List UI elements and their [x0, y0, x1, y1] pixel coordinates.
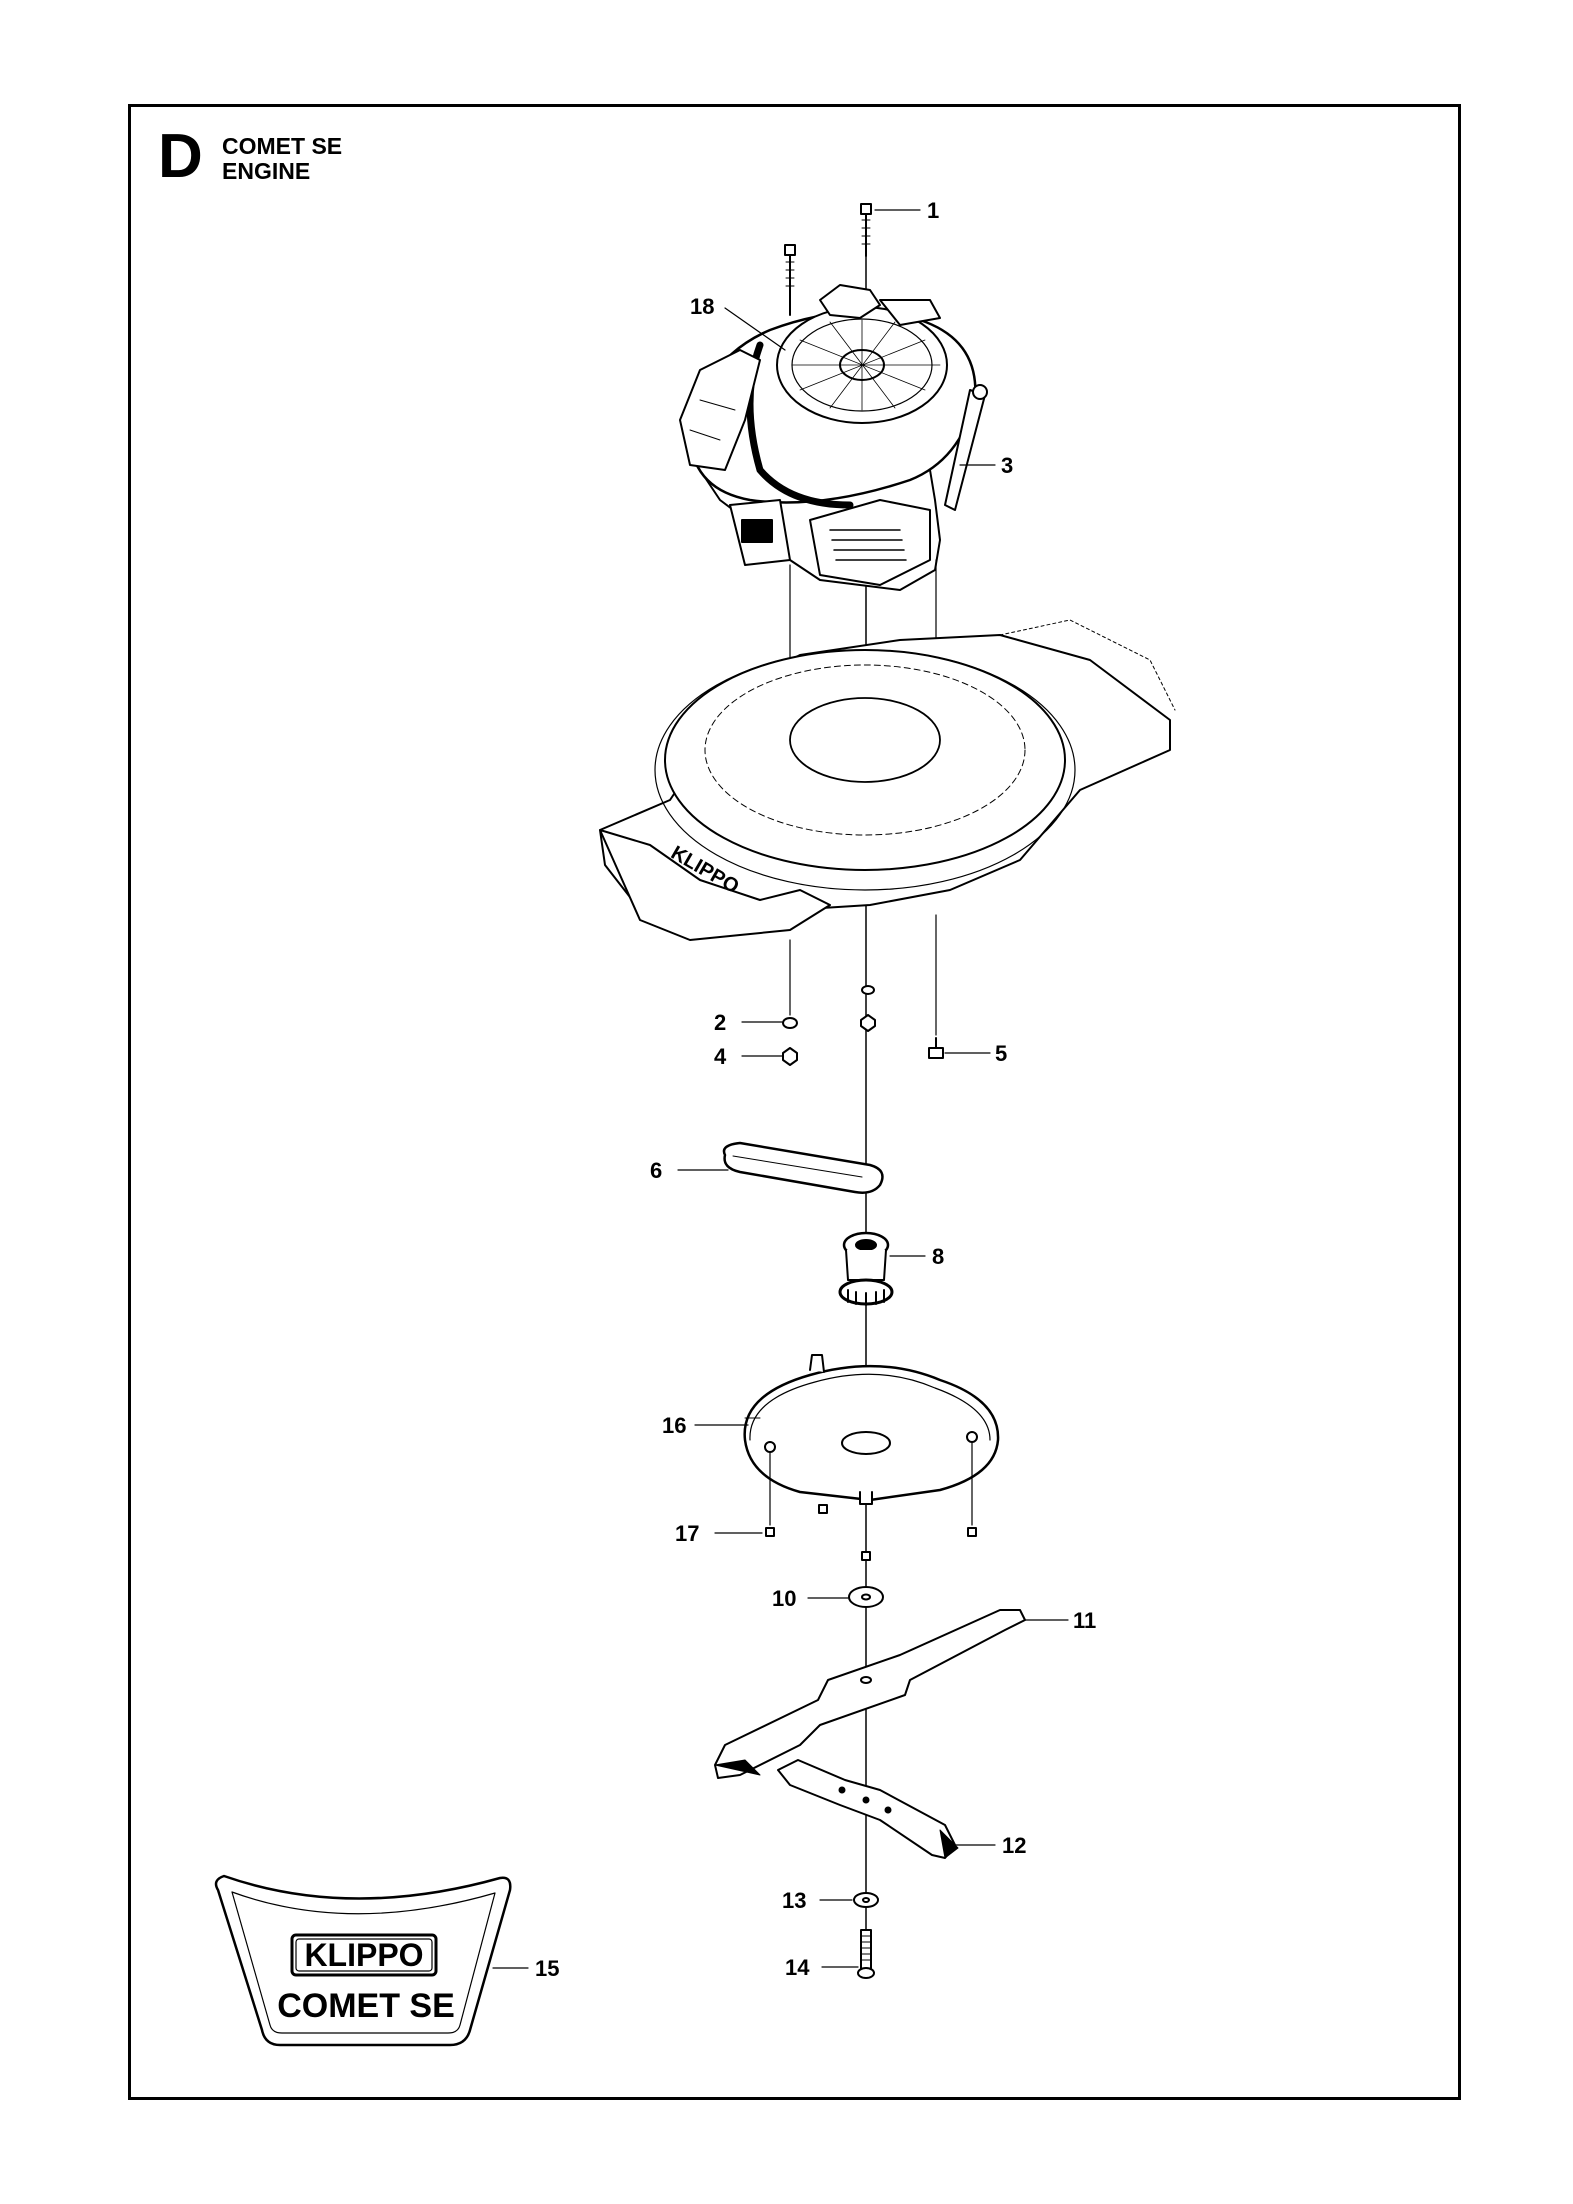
page-frame [128, 104, 1461, 2100]
decal-model: COMET SE [277, 1987, 455, 2025]
engine-assembly [679, 284, 988, 591]
callout-13: 13 [782, 1888, 806, 1913]
part-14-bolt [857, 1929, 875, 1979]
callout-8: 8 [932, 1244, 944, 1269]
part-4-nut [782, 1047, 798, 1066]
part-10-washer [848, 1586, 884, 1608]
part-11-blade [714, 1609, 1026, 1779]
callout-1: 1 [927, 198, 939, 223]
model-name: COMET SE [222, 133, 343, 159]
callout-3: 3 [1001, 453, 1013, 478]
callout-15: 15 [535, 1956, 559, 1981]
center-washer [860, 985, 876, 1032]
part-13-washer [853, 1892, 879, 1908]
part-8-pulley [838, 1231, 894, 1306]
callout-14: 14 [785, 1955, 810, 1980]
callout-18: 18 [690, 294, 714, 319]
part-16-disc [743, 1354, 1000, 1505]
callout-17: 17 [675, 1521, 699, 1546]
callout-4: 4 [714, 1044, 727, 1069]
part-15-decal [214, 1874, 512, 2047]
callout-6: 6 [650, 1158, 662, 1183]
callout-2: 2 [714, 1010, 726, 1035]
callout-12: 12 [1002, 1833, 1026, 1858]
callout-5: 5 [995, 1041, 1007, 1066]
part-17-screws [765, 1504, 977, 1561]
mower-deck: KLIPPO [599, 619, 1176, 941]
section-title: ENGINE [222, 158, 311, 184]
part-5-bolt [928, 1037, 944, 1059]
part-1-bolt [860, 203, 872, 257]
part-6-belt [722, 1141, 884, 1194]
title-block: COMET SE ENGINE [222, 134, 342, 184]
callout-16: 16 [662, 1413, 686, 1438]
part-12-blade [777, 1759, 959, 1859]
engine-mount-bolt [784, 244, 796, 316]
callout-11: 11 [1073, 1608, 1096, 1633]
decal-brand: KLIPPO [304, 1937, 423, 1973]
callout-10: 10 [772, 1586, 796, 1611]
leader-lines [492, 209, 1069, 1969]
section-letter: D [158, 122, 203, 191]
part-2-washer [782, 1017, 798, 1029]
